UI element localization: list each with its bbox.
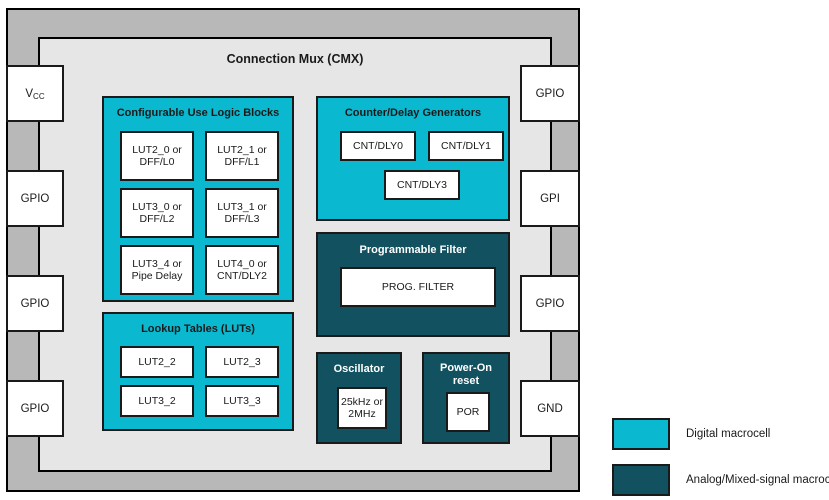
- pin-right-gpio-1[interactable]: GPIO: [520, 65, 580, 122]
- cell-cnt-dly3[interactable]: CNT/DLY3: [384, 170, 460, 200]
- pin-gnd[interactable]: GND: [520, 380, 580, 437]
- group-title-por: Power-On reset: [440, 362, 492, 387]
- pin-right-gpio-2[interactable]: GPIO: [520, 275, 580, 332]
- legend-swatch-digital: [612, 418, 670, 450]
- cell-lut3-3[interactable]: LUT3_3: [205, 385, 279, 417]
- group-lookup-tables[interactable]: Lookup Tables (LUTs) LUT2_2 LUT2_3 LUT3_…: [102, 312, 294, 431]
- legend-label-analog: Analog/Mixed-signal macrocell: [686, 474, 829, 486]
- cell-cnt-dly1[interactable]: CNT/DLY1: [428, 131, 504, 161]
- cell-lut3-1[interactable]: LUT3_1 or DFF/L3: [205, 188, 279, 238]
- cell-por[interactable]: POR: [446, 392, 490, 432]
- legend-swatch-analog: [612, 464, 670, 496]
- pin-left-gpio-1[interactable]: GPIO: [6, 170, 64, 227]
- cell-lut2-2[interactable]: LUT2_2: [120, 346, 194, 378]
- cell-lut2-0[interactable]: LUT2_0 or DFF/L0: [120, 131, 194, 181]
- pin-left-gpio-3[interactable]: GPIO: [6, 380, 64, 437]
- pin-right-gpi[interactable]: GPI: [520, 170, 580, 227]
- group-title-counters: Counter/Delay Generators: [344, 107, 482, 119]
- group-title-filter: Programmable Filter: [359, 244, 467, 256]
- pin-vcc[interactable]: VCC: [6, 65, 64, 122]
- group-title-oscillator: Oscillator: [333, 363, 385, 375]
- cell-lut3-4[interactable]: LUT3_4 or Pipe Delay: [120, 245, 194, 295]
- group-configurable-use-logic-blocks[interactable]: Configurable Use Logic Blocks LUT2_0 or …: [102, 96, 294, 302]
- group-oscillator[interactable]: Oscillator 25kHz or 2MHz: [316, 352, 402, 444]
- cell-lut3-2[interactable]: LUT3_2: [120, 385, 194, 417]
- cell-prog-filter[interactable]: PROG. FILTER: [340, 267, 496, 307]
- pin-left-gpio-2[interactable]: GPIO: [6, 275, 64, 332]
- group-power-on-reset[interactable]: Power-On reset POR: [422, 352, 510, 444]
- group-title-clb: Configurable Use Logic Blocks: [116, 107, 280, 119]
- group-title-luts: Lookup Tables (LUTs): [141, 323, 255, 335]
- cell-lut3-0[interactable]: LUT3_0 or DFF/L2: [120, 188, 194, 238]
- legend-label-digital: Digital macrocell: [686, 428, 771, 440]
- chip-die-area: Connection Mux (CMX) Configurable Use Lo…: [38, 37, 552, 472]
- connection-mux-banner: Connection Mux (CMX): [40, 39, 550, 79]
- legend-row-digital: Digital macrocell: [612, 418, 770, 450]
- legend-row-analog: Analog/Mixed-signal macrocell: [612, 464, 829, 496]
- cell-cnt-dly0[interactable]: CNT/DLY0: [340, 131, 416, 161]
- cell-lut2-3[interactable]: LUT2_3: [205, 346, 279, 378]
- cell-lut4-0[interactable]: LUT4_0 or CNT/DLY2: [205, 245, 279, 295]
- cell-lut2-1[interactable]: LUT2_1 or DFF/L1: [205, 131, 279, 181]
- group-counter-delay-generators[interactable]: Counter/Delay Generators CNT/DLY0 CNT/DL…: [316, 96, 510, 221]
- cell-oscillator-freq[interactable]: 25kHz or 2MHz: [337, 387, 387, 429]
- pin-vcc-label: VCC: [25, 87, 45, 101]
- connection-mux-label: Connection Mux (CMX): [226, 52, 364, 66]
- group-programmable-filter[interactable]: Programmable Filter PROG. FILTER: [316, 232, 510, 337]
- chip-package: Connection Mux (CMX) Configurable Use Lo…: [6, 8, 580, 492]
